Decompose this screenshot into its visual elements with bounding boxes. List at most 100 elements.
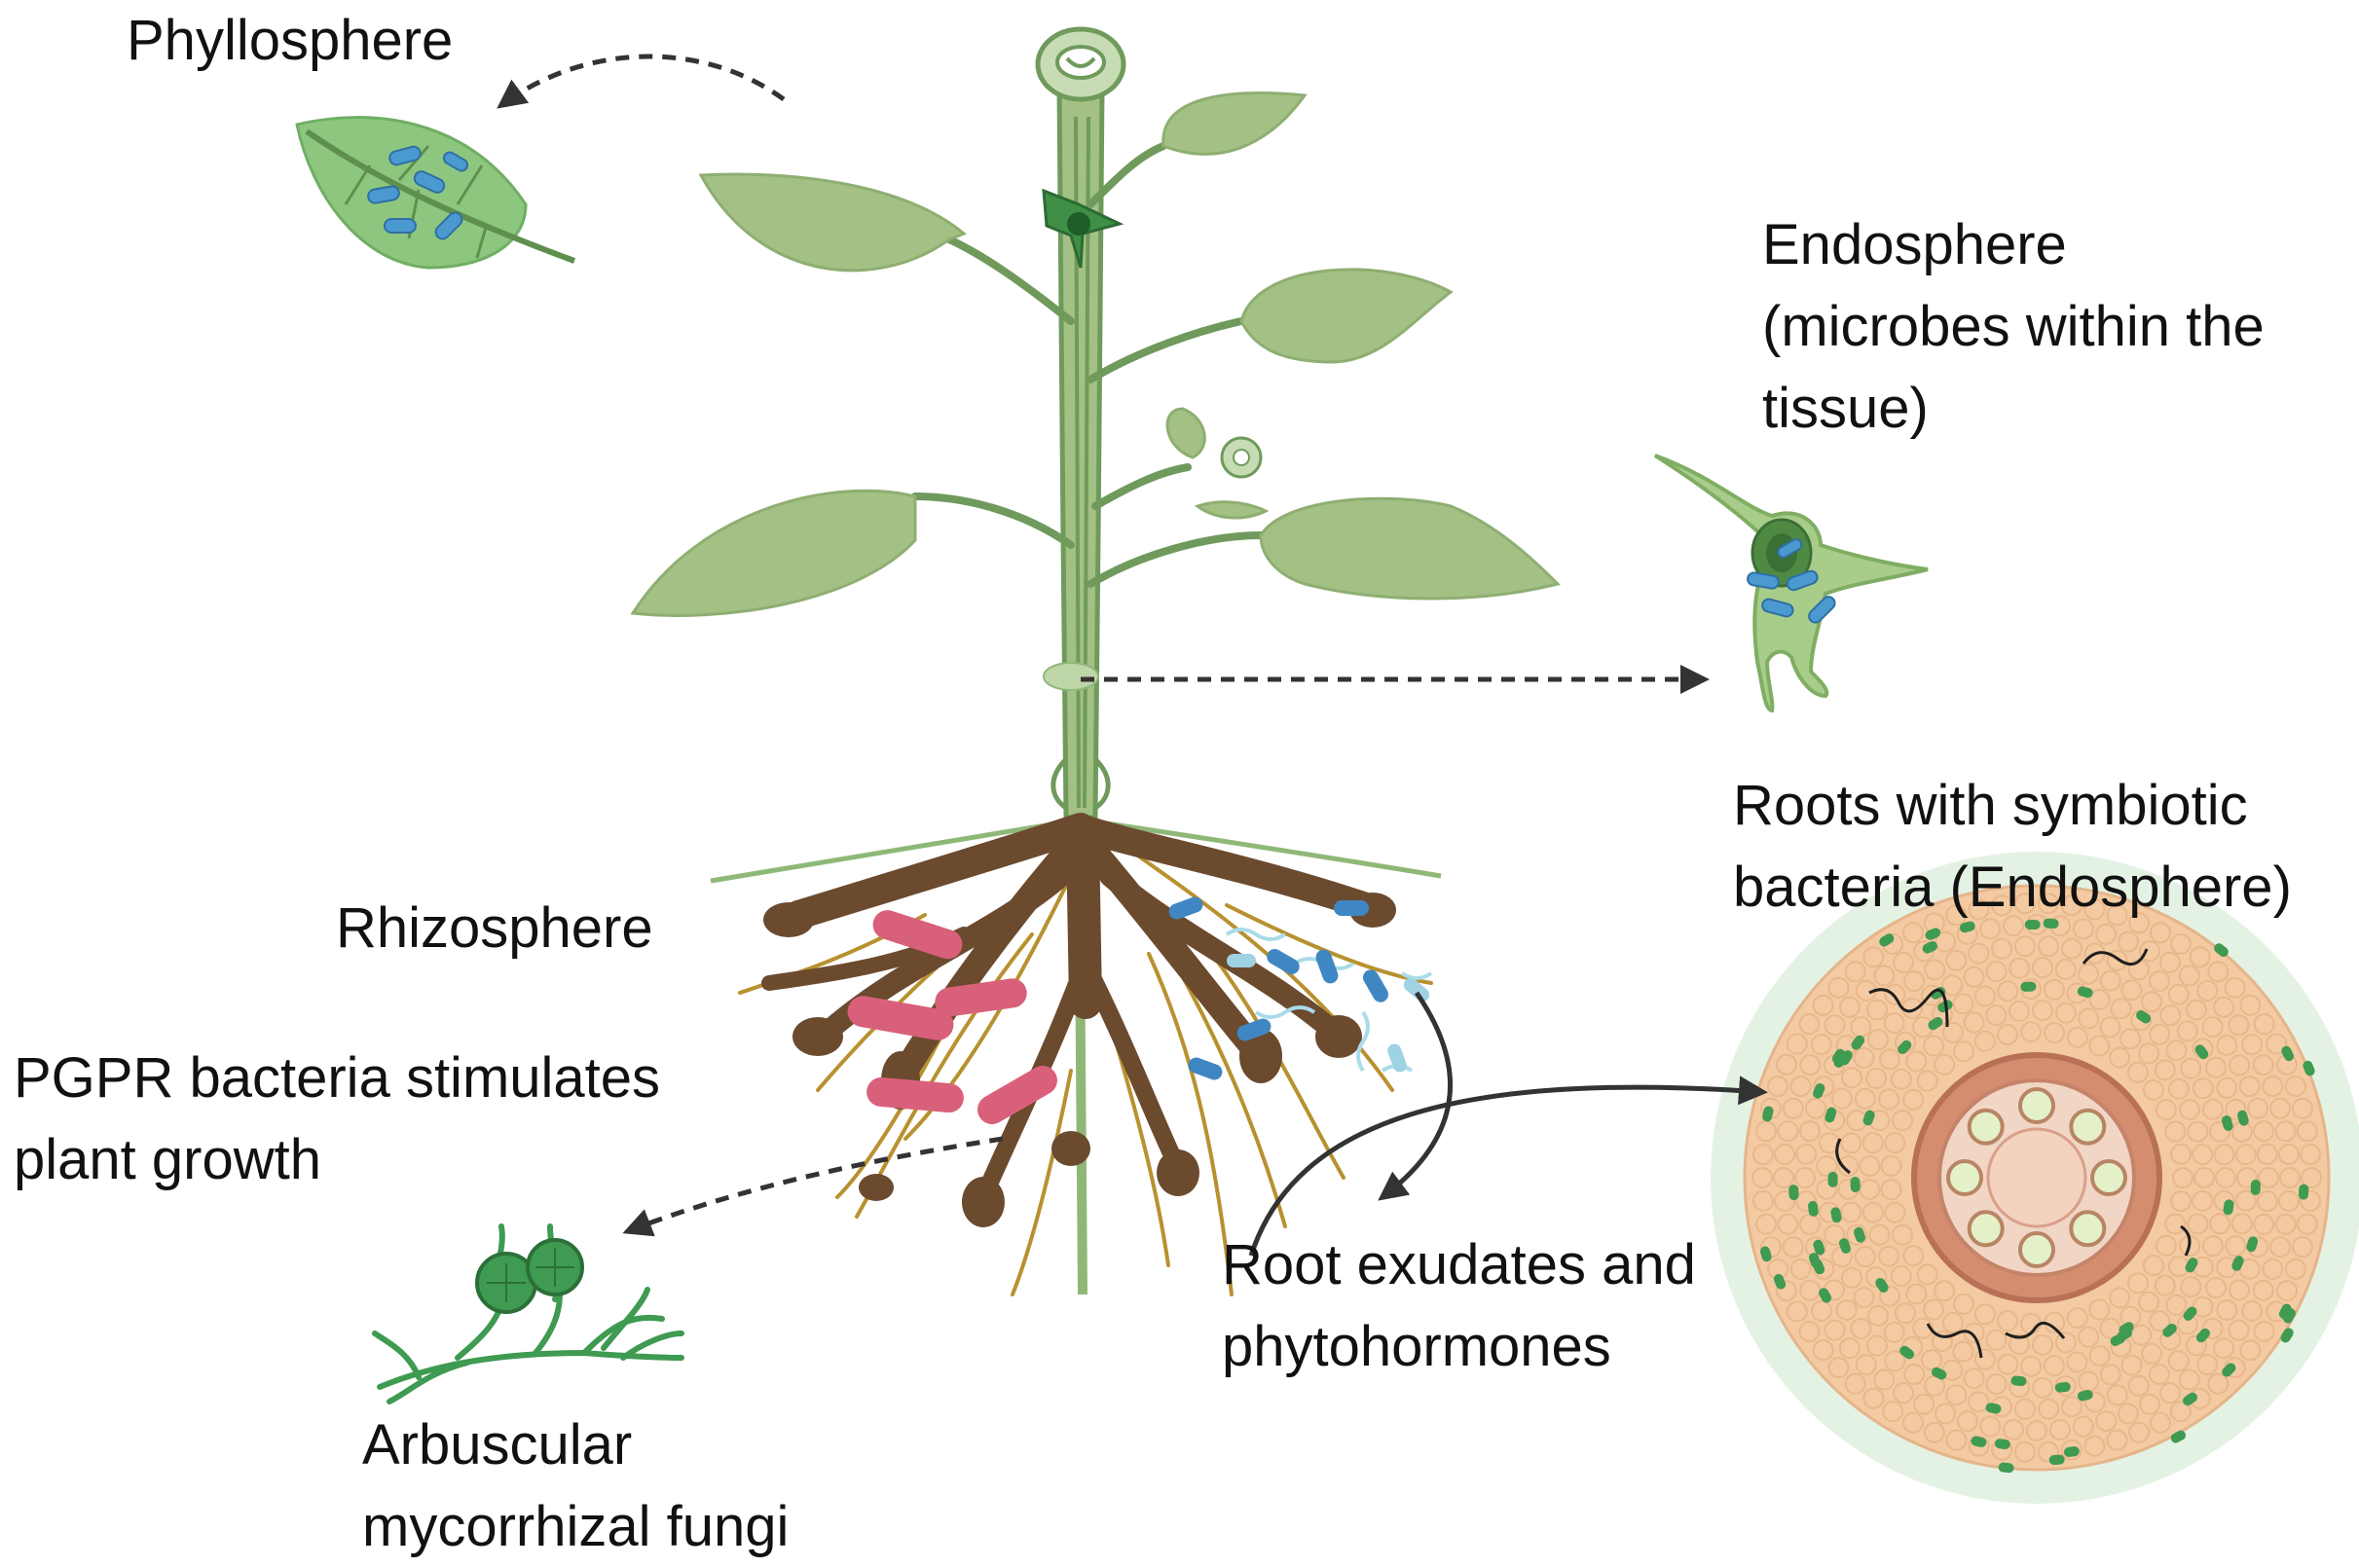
cortex-cell bbox=[2014, 1440, 2036, 1463]
label-roots-symbiotic-line-1: Roots with symbiotic bbox=[1733, 774, 2248, 837]
cortex-cell bbox=[1941, 974, 1964, 997]
cortex-cell bbox=[1913, 940, 1935, 963]
cortex-cell bbox=[2284, 1076, 2306, 1098]
symbiotic-bacterium bbox=[1898, 1039, 1912, 1055]
cortex-cell bbox=[1776, 1053, 1797, 1076]
cortex-cell bbox=[1953, 1293, 1974, 1315]
phyllosphere-leaf-illustration bbox=[295, 116, 576, 270]
cortex-cell bbox=[1816, 1178, 1838, 1200]
cortex-cell bbox=[1804, 1097, 1826, 1119]
cortex-cell bbox=[2138, 1042, 2160, 1065]
cortex-cell bbox=[2164, 1120, 2187, 1143]
cortex-cell bbox=[2009, 1000, 2030, 1022]
symbiotic-bacterium bbox=[2195, 1328, 2210, 1343]
cortex-cell bbox=[1884, 1132, 1906, 1154]
symbiotic-bacterium bbox=[1971, 1436, 1987, 1447]
cortex-cell bbox=[2078, 1326, 2100, 1348]
cortex-cell bbox=[1755, 1213, 1778, 1235]
cortex-cell bbox=[2276, 1280, 2298, 1302]
symbiotic-bacterium bbox=[1875, 1278, 1889, 1293]
cortex-cell bbox=[1840, 1132, 1862, 1154]
cortex-cell bbox=[1846, 1223, 1868, 1246]
cortex-cell bbox=[2205, 1277, 2227, 1299]
cortex-cell bbox=[1813, 1258, 1835, 1280]
cortex-cell bbox=[2072, 1415, 2094, 1438]
label-endosphere-line-3: tissue) bbox=[1762, 377, 1929, 440]
cortex-cell bbox=[2060, 894, 2083, 917]
symbiotic-bacterium bbox=[2063, 1446, 2080, 1457]
cortex-cell bbox=[2201, 1098, 2224, 1120]
cortex-cell bbox=[1968, 1435, 1990, 1457]
symbiotic-bacterium bbox=[1819, 1288, 1832, 1303]
cortex-cell bbox=[1813, 1076, 1835, 1098]
cortex-cell bbox=[1854, 1246, 1876, 1268]
cortex-cell bbox=[2083, 1391, 2106, 1413]
cortex-cell bbox=[2088, 1345, 2111, 1367]
cortex-cell bbox=[2095, 923, 2118, 945]
label-root-exudates-line-2: phytohormones bbox=[1222, 1315, 1611, 1378]
cortex-cell bbox=[2256, 1143, 2278, 1165]
symbiotic-bacterium bbox=[2303, 1060, 2315, 1076]
symbiotic-bacterium bbox=[1862, 1110, 1875, 1126]
cortex-cell bbox=[1945, 904, 1968, 927]
cortex-cell bbox=[1968, 1391, 1990, 1413]
xylem-vessel bbox=[2018, 1087, 2055, 1124]
cortex-cell bbox=[1838, 1337, 1861, 1360]
cortex-cell bbox=[1827, 1357, 1850, 1379]
cortex-cell bbox=[1853, 1287, 1875, 1309]
cortex-cell bbox=[2083, 1435, 2106, 1457]
cortex-cell bbox=[2088, 1298, 2111, 1321]
cortex-cell bbox=[2262, 1258, 2284, 1280]
cortex-cell bbox=[1755, 1120, 1778, 1143]
cortex-cell bbox=[1963, 1322, 1985, 1344]
symbiotic-bacterium bbox=[1850, 1177, 1861, 1192]
cortex-cell bbox=[2216, 1035, 2238, 1056]
cortex-cell bbox=[1830, 1087, 1853, 1110]
cortex-cell bbox=[1923, 1421, 1945, 1443]
cortex-cell bbox=[2201, 1235, 2224, 1258]
cortex-cell bbox=[1777, 1213, 1799, 1235]
cortex-cell bbox=[2020, 1021, 2042, 1043]
cortex-cell bbox=[2180, 1057, 2202, 1079]
symbiotic-bacterium bbox=[2250, 1179, 2261, 1195]
cortex-cell bbox=[2170, 1143, 2193, 1165]
cortex-cell bbox=[2239, 1339, 2262, 1362]
arrow-fungi bbox=[622, 1136, 1004, 1237]
cortex-cell bbox=[1786, 1300, 1808, 1323]
cortex-cell bbox=[2032, 1333, 2053, 1356]
cortex-cell bbox=[1985, 961, 2008, 982]
cortex-cell bbox=[2154, 1059, 2176, 1081]
cortex-cell bbox=[2234, 1189, 2257, 1212]
cortex-cell bbox=[2269, 1097, 2292, 1119]
cortex-cell bbox=[1837, 1155, 1860, 1178]
cortex-cell bbox=[2213, 1337, 2235, 1360]
cortex-cell bbox=[2253, 1213, 2275, 1235]
symbiotic-bacterium bbox=[1985, 1403, 2002, 1414]
symbiotic-bacterium bbox=[2077, 1390, 2093, 1402]
symbiotic-bacterium bbox=[2214, 943, 2229, 957]
cortex-cell bbox=[2296, 1120, 2318, 1143]
cortex-cell bbox=[2296, 1213, 2318, 1235]
cortex-cell bbox=[2238, 1076, 2261, 1098]
cortex-cell bbox=[1963, 966, 1985, 988]
cortex-cell bbox=[1905, 1283, 1928, 1305]
symbiotic-bacterium bbox=[1851, 1035, 1865, 1050]
symbiotic-bacterium bbox=[2194, 1044, 2209, 1060]
cortex-cell bbox=[2061, 937, 2083, 960]
leaf-mid-right bbox=[1239, 268, 1454, 364]
cortex-cell bbox=[2229, 1054, 2251, 1076]
symbiotic-bacterium bbox=[2170, 1430, 2187, 1443]
endosphere-cell-illustration bbox=[1653, 454, 1929, 713]
cortex-cell bbox=[2138, 1393, 2160, 1415]
cortex-cell bbox=[2229, 1279, 2251, 1301]
cortex-cell bbox=[2291, 1236, 2313, 1258]
label-endosphere-line-1: Endosphere bbox=[1762, 213, 2067, 276]
cortex-cell bbox=[1751, 1167, 1773, 1188]
xylem-vessel bbox=[2018, 1231, 2055, 1268]
cortex-cell bbox=[1902, 1245, 1925, 1267]
cortex-cell bbox=[2187, 1213, 2209, 1235]
cortex-cell bbox=[2150, 922, 2171, 944]
label-roots-symbiotic-line-2: bacteria (Endosphere) bbox=[1733, 856, 2292, 919]
cortex-cell bbox=[2178, 1368, 2200, 1391]
